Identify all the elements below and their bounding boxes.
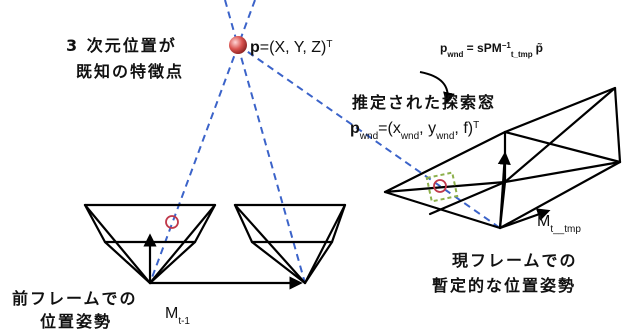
previous-frame-caption-line1: 前フレームでの: [12, 289, 138, 308]
formula-lhs-sub: wnd: [446, 50, 463, 59]
previous-frame-edge: [148, 240, 197, 285]
search-window-close: , f): [454, 120, 473, 137]
formula-inverse: −1: [502, 41, 512, 50]
search-window-open: =(x: [378, 120, 401, 137]
search-window-sub1: wnd: [359, 131, 378, 142]
formula-pose-sub: t_tmp: [511, 50, 533, 59]
current-frame-caption-line1: 現フレームでの: [452, 251, 578, 270]
previous-frame-projection-marker: [165, 215, 179, 229]
search-window-sub3: wnd: [435, 131, 454, 142]
current-frame-edge: [428, 180, 507, 216]
feature-point-coordinates: p=(X, Y, Z)T: [250, 39, 332, 57]
current-frame-axis-right: [499, 208, 551, 230]
formula-equals: = s: [463, 41, 484, 55]
current-frame-edge: [503, 130, 622, 164]
previous-frame-edge: [103, 240, 152, 285]
previous-frame-caption-line2: 位置姿勢: [40, 312, 112, 331]
formula-rhs-symbol: p̃: [536, 41, 543, 55]
feature-point-coords: =(X, Y, Z): [260, 39, 327, 56]
current-frame-caption-line2: 暫定的な位置姿勢: [432, 276, 576, 295]
second-camera-edge: [250, 240, 307, 285]
previous-frame-edge: [148, 203, 217, 285]
current-frame-pose-symbol: M: [537, 213, 550, 230]
search-window-transpose: T: [473, 120, 479, 131]
feature-point-sphere: [229, 36, 247, 54]
feature-point-transpose: T: [326, 39, 332, 50]
search-window-caption: 推定された探索窓: [352, 93, 496, 112]
sight-line-current-frame: [237, 44, 501, 229]
second-camera: [233, 203, 347, 285]
second-camera-edge: [303, 203, 347, 285]
second-camera-edge: [233, 203, 307, 285]
previous-frame-edge: [83, 203, 152, 285]
current-frame-edge: [503, 86, 617, 184]
current-frame-projection-marker: [433, 179, 447, 193]
current-frame-axis-up: [497, 151, 511, 229]
feature-point-symbol: p: [250, 39, 260, 56]
previous-frame-pose-sub: t-1: [178, 316, 190, 327]
pose-axes: [143, 151, 551, 290]
previous-frame-pose-label: Mt-1: [165, 305, 190, 327]
current-frame-edge: [498, 160, 622, 230]
second-camera-edge: [303, 240, 334, 285]
current-frame-outline: [383, 86, 622, 194]
previous-frame-pose-symbol: M: [165, 305, 178, 322]
current-frame-pose-label: Mt__tmp: [537, 213, 581, 235]
search-window-box: [425, 171, 459, 203]
previous-frame-camera: [83, 203, 217, 285]
formula-matrix: PM: [484, 41, 502, 55]
formula-lhs-symbol: p: [440, 41, 447, 55]
current-frame-pose-sub: t__tmp: [550, 224, 581, 235]
curved-arrow: [419, 71, 455, 105]
search-window-sub2: wnd: [400, 131, 419, 142]
current-frame-edge: [383, 190, 502, 230]
search-window-mid: , y: [419, 120, 436, 137]
search-window-coordinates: pwnd=(xwnd, ywnd, f)T: [350, 120, 479, 142]
search-window-symbol: p: [350, 120, 360, 137]
feature-point-caption-line1: 3 次元位置が: [66, 36, 177, 55]
feature-point-caption-line2: 既知の特徴点: [76, 62, 184, 81]
